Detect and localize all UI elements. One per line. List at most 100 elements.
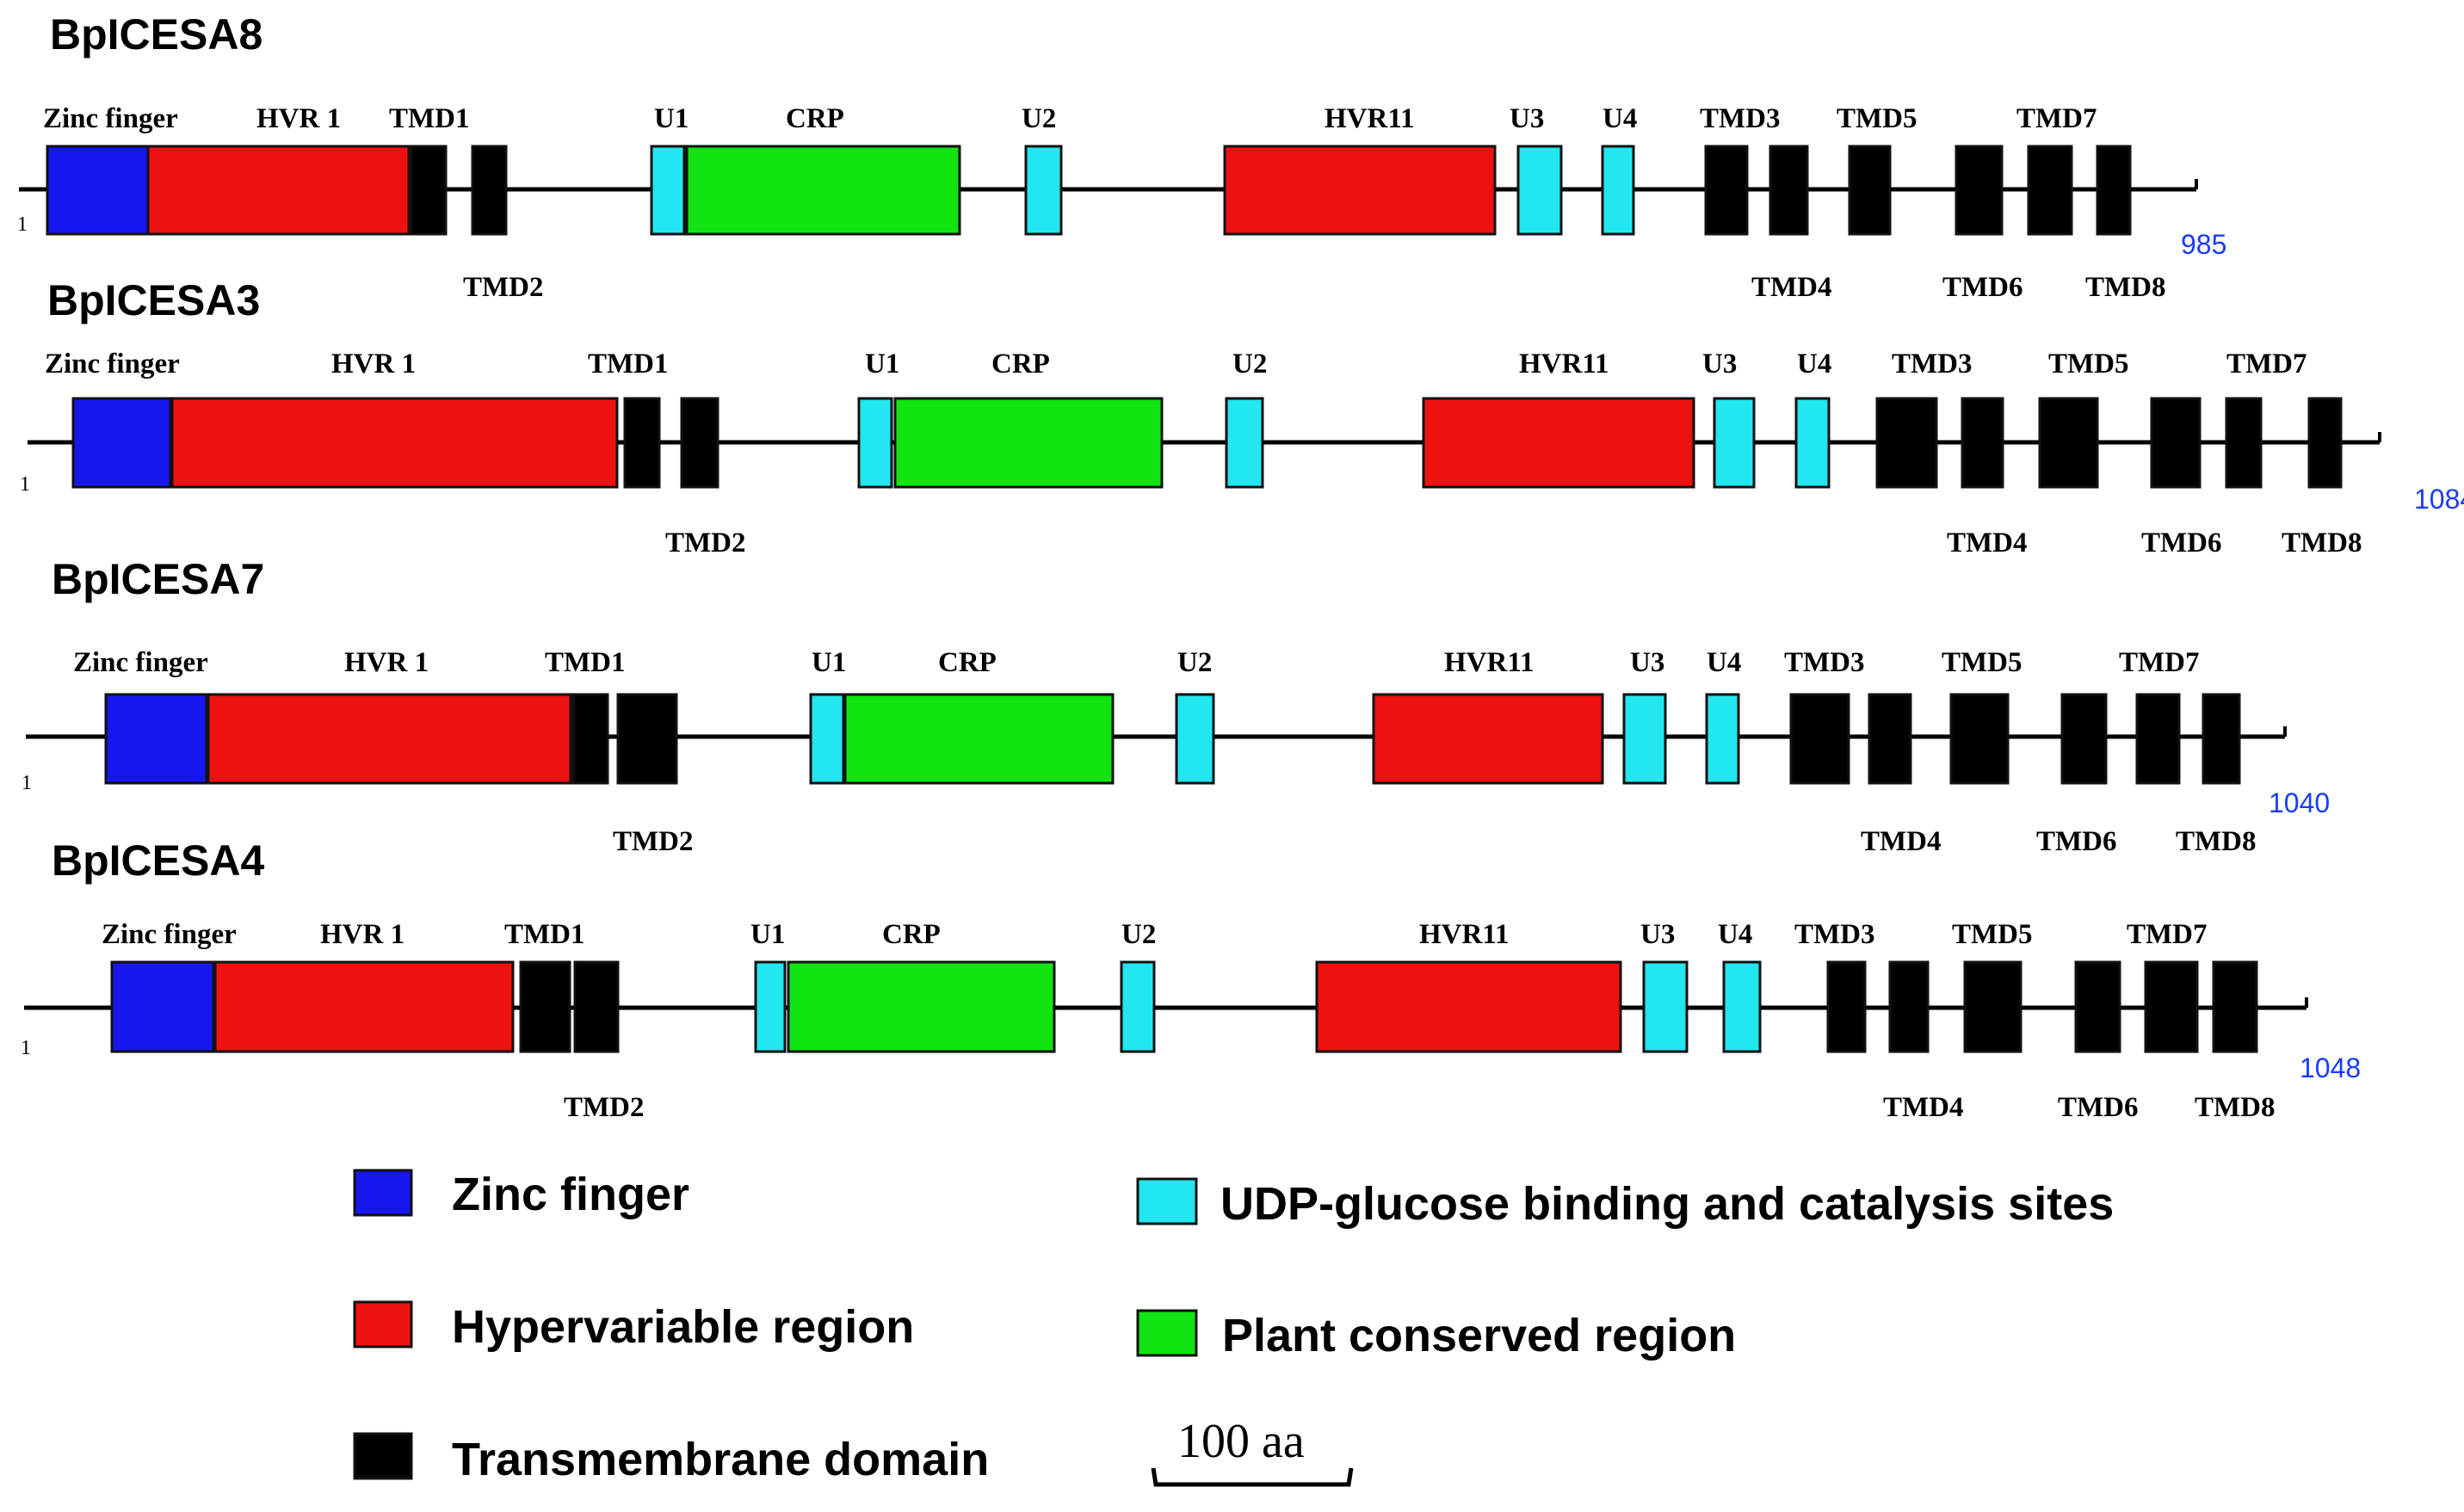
domain-label-crp: CRP [786, 103, 844, 134]
domain-label-tmd5: TMD5 [1952, 919, 2033, 950]
domain-label-hvr11: HVR11 [1444, 647, 1535, 678]
domain-label-u2: U2 [1022, 103, 1056, 134]
domain-label-u2: U2 [1177, 647, 1212, 678]
domain-box-u1 [857, 397, 893, 489]
domain-label-u1: U1 [865, 349, 899, 380]
domain-box-tmd3 [1704, 145, 1749, 236]
domain-box-tmd2 [573, 960, 620, 1053]
domain-box-crp [843, 693, 1115, 785]
domain-label-u3: U3 [1630, 647, 1664, 678]
domain-label-tmd1: TMD1 [504, 919, 585, 950]
domain-box-tmd4 [1769, 145, 1809, 236]
domain-label-tmd7: TMD7 [2119, 647, 2200, 678]
domain-box-u4 [1601, 145, 1635, 236]
domain-label-tmd2: TMD2 [613, 826, 694, 857]
domain-box-zinc-finger [46, 145, 150, 236]
domain-box-tmd7 [2027, 145, 2073, 236]
legend-label-plant-conserved-region: Plant conserved region [1222, 1310, 1736, 1361]
domain-label-tmd7: TMD7 [2226, 349, 2307, 380]
domain-label-tmd6: TMD6 [2141, 528, 2222, 559]
legend: Zinc finger Hypervariable region Transme… [353, 1169, 2114, 1485]
domain-box-crp [893, 397, 1164, 489]
domain-box-tmd7 [2135, 693, 2181, 785]
domain-box-tmd8 [2202, 693, 2241, 785]
domain-box-tmd3 [1826, 960, 1867, 1053]
domain-box-tmd8 [2307, 397, 2343, 489]
domain-label-u2: U2 [1121, 919, 1156, 950]
domain-box-hvr-1 [207, 693, 572, 785]
domain-box-tmd1 [571, 693, 609, 785]
domain-label-tmd1: TMD1 [588, 349, 669, 380]
domain-box-tmd4 [1868, 693, 1912, 785]
domain-box-zinc-finger [110, 960, 215, 1053]
track-title-bpicesa7: BpICESA7 [52, 555, 264, 603]
domain-label-tmd2: TMD2 [564, 1092, 645, 1123]
domain-label-hvr-1: HVR 1 [320, 919, 404, 950]
domain-box-tmd5 [1848, 145, 1892, 236]
domain-box-tmd8 [2096, 145, 2132, 236]
domain-label-tmd4: TMD4 [1947, 528, 2028, 559]
domain-label-tmd3: TMD3 [1700, 103, 1781, 134]
domain-label-tmd8: TMD8 [2195, 1092, 2276, 1123]
domain-label-hvr11: HVR11 [1519, 349, 1609, 380]
domain-box-tmd3 [1789, 693, 1850, 785]
scale-bar-label: 100 aa [1177, 1415, 1305, 1468]
domain-box-zinc-finger [104, 693, 208, 785]
legend-label-udp-glucose-sites: UDP-glucose binding and catalysis sites [1220, 1178, 2114, 1230]
domain-label-crp: CRP [882, 919, 941, 950]
domain-box-zinc-finger [71, 397, 172, 489]
legend-swatch-plant-conserved-region [1136, 1309, 1198, 1357]
domain-box-tmd7 [2144, 960, 2199, 1053]
sequence-start-label: 1 [20, 473, 30, 496]
domain-label-zinc-finger: Zinc finger [102, 919, 237, 950]
domain-label-tmd2: TMD2 [665, 528, 746, 559]
legend-label-transmembrane-domain: Transmembrane domain [452, 1434, 989, 1485]
legend-swatch-transmembrane-domain [353, 1432, 413, 1480]
domain-label-tmd4: TMD4 [1751, 272, 1832, 303]
domain-label-tmd6: TMD6 [2058, 1092, 2139, 1123]
domain-label-tmd8: TMD8 [2282, 528, 2362, 559]
domain-box-tmd7 [2225, 397, 2263, 489]
scale-bar: 100 aa [1151, 1415, 1354, 1487]
domain-label-u3: U3 [1702, 349, 1737, 380]
domain-label-zinc-finger: Zinc finger [45, 349, 180, 380]
track-title-bpicesa8: BpICESA8 [50, 10, 262, 59]
domain-label-crp: CRP [991, 349, 1050, 380]
domain-box-u2 [1175, 693, 1215, 785]
domain-label-tmd1: TMD1 [545, 647, 626, 678]
domain-box-hvr11 [1223, 145, 1497, 236]
domain-label-u3: U3 [1510, 103, 1544, 134]
domain-box-tmd2 [680, 397, 719, 489]
domain-box-hvr-1 [146, 145, 411, 236]
domain-box-u2 [1225, 397, 1264, 489]
domain-label-tmd6: TMD6 [1942, 272, 2023, 303]
domain-box-tmd4 [1961, 397, 2004, 489]
legend-label-hypervariable-region: Hypervariable region [452, 1301, 914, 1353]
domain-box-u1 [650, 145, 686, 236]
sequence-length-label: 985 [2181, 229, 2226, 260]
track-title-bpicesa4: BpICESA4 [52, 836, 264, 885]
domain-box-u1 [809, 693, 845, 785]
sequence-length-label: 1084 [2414, 484, 2464, 515]
domain-label-tmd1: TMD1 [389, 103, 470, 134]
domain-label-u4: U4 [1603, 103, 1637, 134]
domain-box-u2 [1024, 145, 1063, 236]
domain-label-tmd2: TMD2 [463, 272, 544, 303]
domain-label-u1: U1 [654, 103, 689, 134]
domain-box-u4 [1705, 693, 1740, 785]
domain-label-tmd3: TMD3 [1784, 647, 1865, 678]
legend-label-zinc-finger: Zinc finger [452, 1169, 689, 1220]
domain-box-tmd8 [2212, 960, 2258, 1053]
legend-swatch-zinc-finger [353, 1169, 413, 1217]
domain-box-u3 [1622, 693, 1667, 785]
domain-box-u3 [1642, 960, 1689, 1053]
domain-box-u4 [1722, 960, 1762, 1053]
domain-label-tmd3: TMD3 [1794, 919, 1875, 950]
domain-box-tmd1 [623, 397, 661, 489]
domain-label-hvr-1: HVR 1 [331, 349, 416, 380]
domain-label-tmd6: TMD6 [2036, 826, 2117, 857]
